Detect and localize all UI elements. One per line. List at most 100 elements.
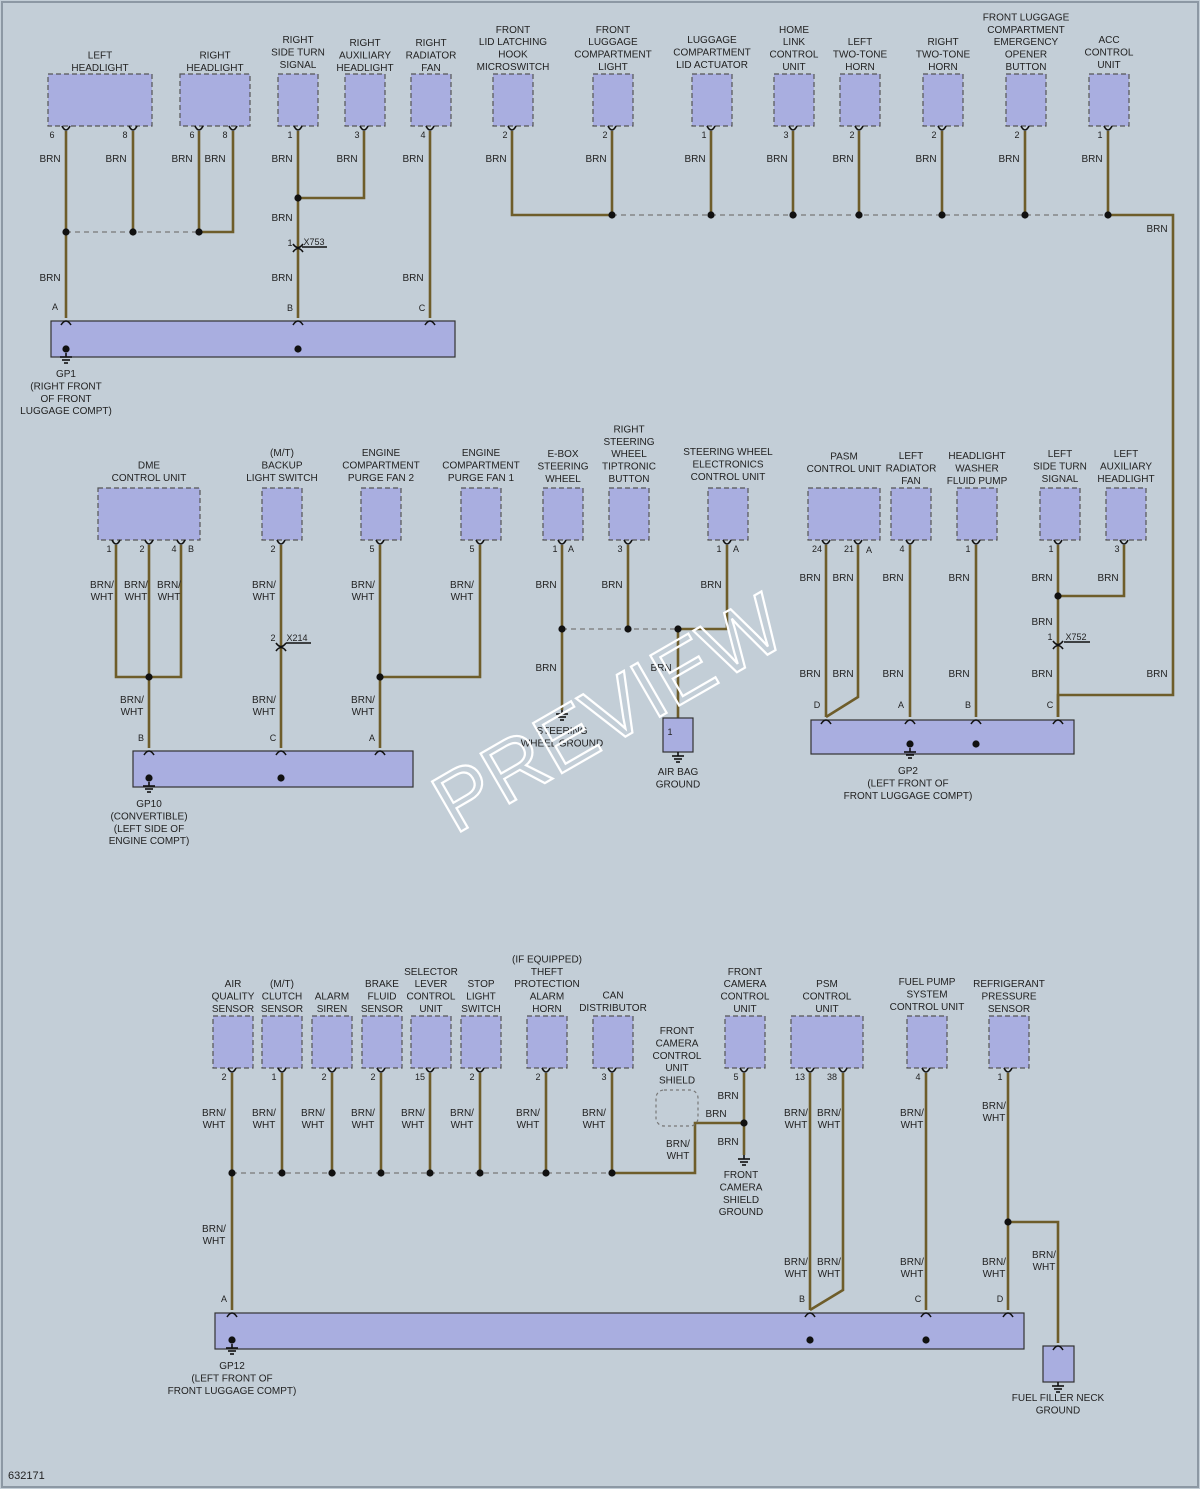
pin-number: 1	[716, 544, 721, 554]
ground-point-gp2-bar[interactable]	[810, 719, 1075, 755]
bus-pin-letter: A	[221, 1294, 227, 1304]
wire-color-label: BRN/	[157, 580, 181, 591]
ground-point-gp12-bar[interactable]	[214, 1312, 1025, 1350]
pin-number: 21	[844, 544, 854, 554]
splice-point	[806, 1336, 814, 1344]
wire	[612, 1121, 744, 1175]
component-purge-fan2[interactable]	[360, 487, 402, 541]
wire-color-label: BRN	[684, 154, 705, 165]
bus-pin-letter: C	[1047, 700, 1054, 710]
component-can-distributor[interactable]	[592, 1015, 634, 1069]
component-label: LID LATCHING	[479, 37, 547, 48]
component-label: HORN	[845, 62, 874, 73]
pin-number: 1	[1097, 130, 1102, 140]
pin-number: 3	[354, 130, 359, 140]
wire	[510, 131, 612, 217]
component-right-radiator-fan[interactable]	[410, 73, 452, 127]
pin-terminal-icon	[739, 1067, 749, 1073]
airbag-ground-block	[662, 717, 694, 753]
component-label: HEADLIGHT	[1097, 474, 1154, 485]
component-purge-fan1[interactable]	[460, 487, 502, 541]
component-backup-switch[interactable]	[261, 487, 303, 541]
component-emergency-opener[interactable]	[1005, 73, 1047, 127]
component-front-luggage-light[interactable]	[592, 73, 634, 127]
component-ebox-steering[interactable]	[542, 487, 584, 541]
ground-point-gp1-bar[interactable]	[50, 320, 456, 358]
component-dme[interactable]	[97, 487, 201, 541]
component-left-radiator-fan[interactable]	[890, 487, 932, 541]
component-home-link[interactable]	[773, 73, 815, 127]
component-right-side-turn[interactable]	[277, 73, 319, 127]
component-right-headlight[interactable]	[179, 73, 251, 127]
ground-icon	[143, 782, 155, 793]
component-label: HEADLIGHT	[336, 63, 393, 74]
component-label: QUALITY	[212, 992, 255, 1003]
component-label: RIGHT	[613, 424, 644, 435]
component-theft-horn[interactable]	[526, 1015, 568, 1069]
component-refrigerant-sensor[interactable]	[988, 1015, 1030, 1069]
component-fuel-pump-unit[interactable]	[906, 1015, 948, 1069]
component-label: REFRIGERANT	[973, 979, 1045, 990]
component-label: FRONT	[660, 1026, 694, 1037]
component-luggage-lid-actuator[interactable]	[691, 73, 733, 127]
pin-number: 5	[733, 1072, 738, 1082]
component-pasm[interactable]	[807, 487, 881, 541]
component-label: OPENER	[1005, 50, 1047, 61]
component-washer-pump[interactable]	[956, 487, 998, 541]
inline-connector-icon	[275, 646, 287, 652]
pin-terminal-icon	[706, 125, 716, 131]
component-label: STOP	[467, 979, 494, 990]
wire-color-label: WHT	[583, 1120, 606, 1131]
component-label: SHIELD	[659, 1076, 695, 1087]
component-label: FLUID PUMP	[947, 476, 1008, 487]
wire-color-label: BRN/	[252, 580, 276, 591]
component-steering-elec[interactable]	[707, 487, 749, 541]
connector-socket-icon	[143, 750, 155, 756]
wire-color-label: BRN/	[982, 1257, 1006, 1268]
component-label: RADIATOR	[406, 51, 457, 62]
component-selector-lever[interactable]	[410, 1015, 452, 1069]
wire-color-label: WHT	[125, 592, 148, 603]
pin-number: 4	[420, 130, 425, 140]
component-psm[interactable]	[790, 1015, 864, 1069]
wire-color-label: BRN	[39, 154, 60, 165]
component-front-camera-unit[interactable]	[724, 1015, 766, 1069]
pin-number: 6	[189, 130, 194, 140]
inline-connector-icon	[292, 243, 304, 249]
component-label: RIGHT	[349, 38, 380, 49]
component-left-headlight[interactable]	[47, 73, 153, 127]
wire-color-label: WHT	[901, 1120, 924, 1131]
splice-point	[608, 1169, 616, 1177]
component-left-side-turn[interactable]	[1039, 487, 1081, 541]
component-brake-fluid[interactable]	[361, 1015, 403, 1069]
component-label: FRONT LUGGAGE	[983, 12, 1070, 23]
inline-connector-icon	[1052, 640, 1064, 646]
pin-terminal-icon	[838, 1067, 848, 1073]
wire-color-label: BRN	[105, 154, 126, 165]
component-label: UNIT	[1097, 60, 1120, 71]
component-stop-light[interactable]	[460, 1015, 502, 1069]
component-right-horn[interactable]	[922, 73, 964, 127]
ground-point-gp10-bar[interactable]	[132, 750, 414, 788]
wire-color-label: BRN	[601, 580, 622, 591]
component-alarm-siren[interactable]	[311, 1015, 353, 1069]
component-left-aux-headlight[interactable]	[1105, 487, 1147, 541]
component-left-horn[interactable]	[839, 73, 881, 127]
component-label: CONTROL	[1085, 48, 1134, 59]
connector-pin: 1	[287, 238, 292, 248]
splice-point	[906, 740, 914, 748]
component-label: BACKUP	[261, 461, 302, 472]
component-label: FRONT	[728, 967, 762, 978]
component-acc-unit[interactable]	[1088, 73, 1130, 127]
pin-number: 2	[270, 544, 275, 554]
wire	[809, 1073, 845, 1312]
component-label: SIDE TURN	[1033, 462, 1087, 473]
component-right-aux-headlight[interactable]	[344, 73, 386, 127]
component-tiptronic[interactable]	[608, 487, 650, 541]
component-clutch-sensor[interactable]	[261, 1015, 303, 1069]
component-front-lid-latch[interactable]	[492, 73, 534, 127]
wire-color-label: BRN/	[982, 1101, 1006, 1112]
wire-color-label: BRN/	[817, 1108, 841, 1119]
component-air-quality[interactable]	[212, 1015, 254, 1069]
wire-color-label: BRN/	[666, 1139, 690, 1150]
